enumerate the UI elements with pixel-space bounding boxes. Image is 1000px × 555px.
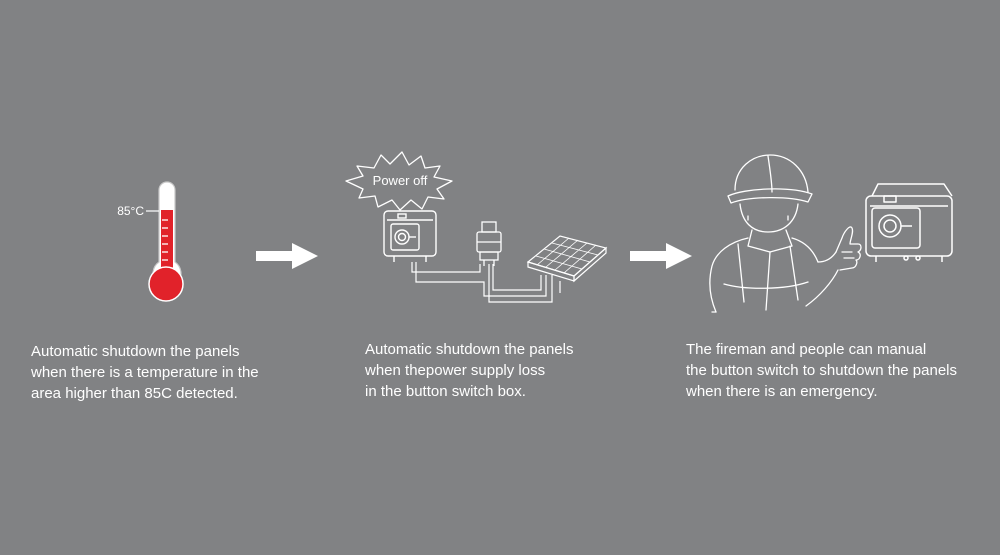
caption-line: when there is an emergency.	[686, 383, 878, 400]
wiring	[411, 262, 553, 303]
caption-line: the button switch to shutdown the panels	[686, 362, 958, 379]
step-2-caption: Automatic shutdown the panels when thepo…	[365, 339, 573, 402]
caption-line: Automatic shutdown the panels	[365, 341, 574, 358]
switch-box-icon	[383, 210, 437, 262]
step-3-caption: The fireman and people can manual the bu…	[686, 339, 957, 402]
firefighter-icon	[709, 154, 862, 313]
arrow-right-icon	[630, 243, 692, 269]
caption-line: when there is a temperature in the	[31, 364, 259, 381]
caption-line: Automatic shutdown the panels	[31, 343, 240, 360]
mercury-column	[161, 210, 173, 270]
caption-line: The fireman and people can manual	[686, 341, 927, 358]
mercury-bulb	[148, 266, 184, 302]
thermometer-scale	[162, 219, 168, 261]
arrow-right-icon	[256, 243, 318, 269]
thermometer-label: 85°C	[117, 204, 144, 218]
burst-label: Power off	[373, 173, 428, 188]
caption-line: area higher than 85C detected.	[31, 385, 238, 402]
caption-line: in the button switch box.	[365, 383, 526, 400]
solar-panel-icon	[526, 235, 608, 293]
step-1-caption: Automatic shutdown the panels when there…	[31, 341, 259, 404]
power-off-burst: Power off	[345, 151, 453, 211]
switch-box-icon	[865, 183, 953, 262]
connector-icon	[476, 221, 502, 266]
thermometer-icon: 85°C	[117, 181, 184, 302]
caption-line: when thepower supply loss	[365, 362, 546, 379]
